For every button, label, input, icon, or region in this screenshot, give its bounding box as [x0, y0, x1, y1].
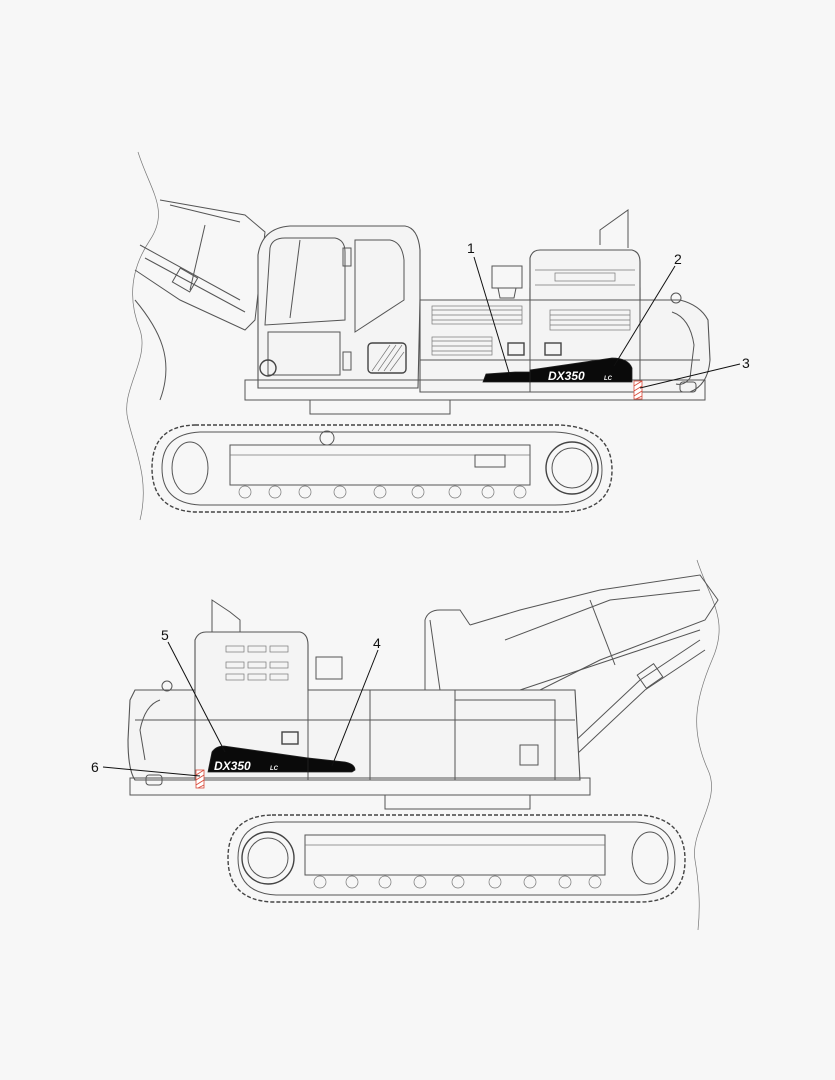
- model-logo-suffix: LC: [270, 766, 279, 772]
- callout-1: 1: [467, 240, 511, 377]
- decal-3-hazard-stripe: [633, 380, 643, 400]
- callout-3: 3: [639, 355, 750, 389]
- callout-2: 2: [613, 251, 682, 367]
- svg-text:6: 6: [91, 759, 99, 775]
- model-logo-text: DX350: [548, 369, 585, 383]
- excavator-left-side-view: DX350 LC 5 4 6: [0, 540, 835, 940]
- side-grille: [431, 305, 631, 356]
- excavator-right-side-drawing: DX350 LC 1 2 3: [126, 151, 750, 521]
- callout-6: 6: [91, 759, 201, 777]
- svg-text:4: 4: [373, 635, 381, 651]
- hood-grille: [554, 272, 616, 282]
- track-assembly: [151, 424, 613, 513]
- svg-text:2: 2: [674, 251, 682, 267]
- decal-5-model-name: [207, 745, 309, 773]
- svg-text:3: 3: [742, 355, 750, 371]
- hood-grille: [225, 645, 289, 681]
- excavator-left-side-drawing: DX350 LC 5 4 6: [91, 559, 720, 931]
- decal-6-hazard-stripe: [195, 769, 205, 789]
- track-assembly: [227, 814, 686, 903]
- callout-4: 4: [331, 635, 381, 767]
- callout-5: 5: [161, 627, 226, 753]
- decal-1-rear-strip: [482, 371, 531, 383]
- decal-4-rear-strip: [307, 757, 356, 773]
- svg-text:1: 1: [467, 240, 475, 256]
- model-logo-text: DX350: [214, 759, 251, 773]
- svg-text:5: 5: [161, 627, 169, 643]
- model-logo-suffix: LC: [604, 376, 613, 382]
- excavator-right-side-view: DX350 LC 1 2 3: [126, 151, 750, 521]
- decal-2-model-name: [529, 357, 633, 383]
